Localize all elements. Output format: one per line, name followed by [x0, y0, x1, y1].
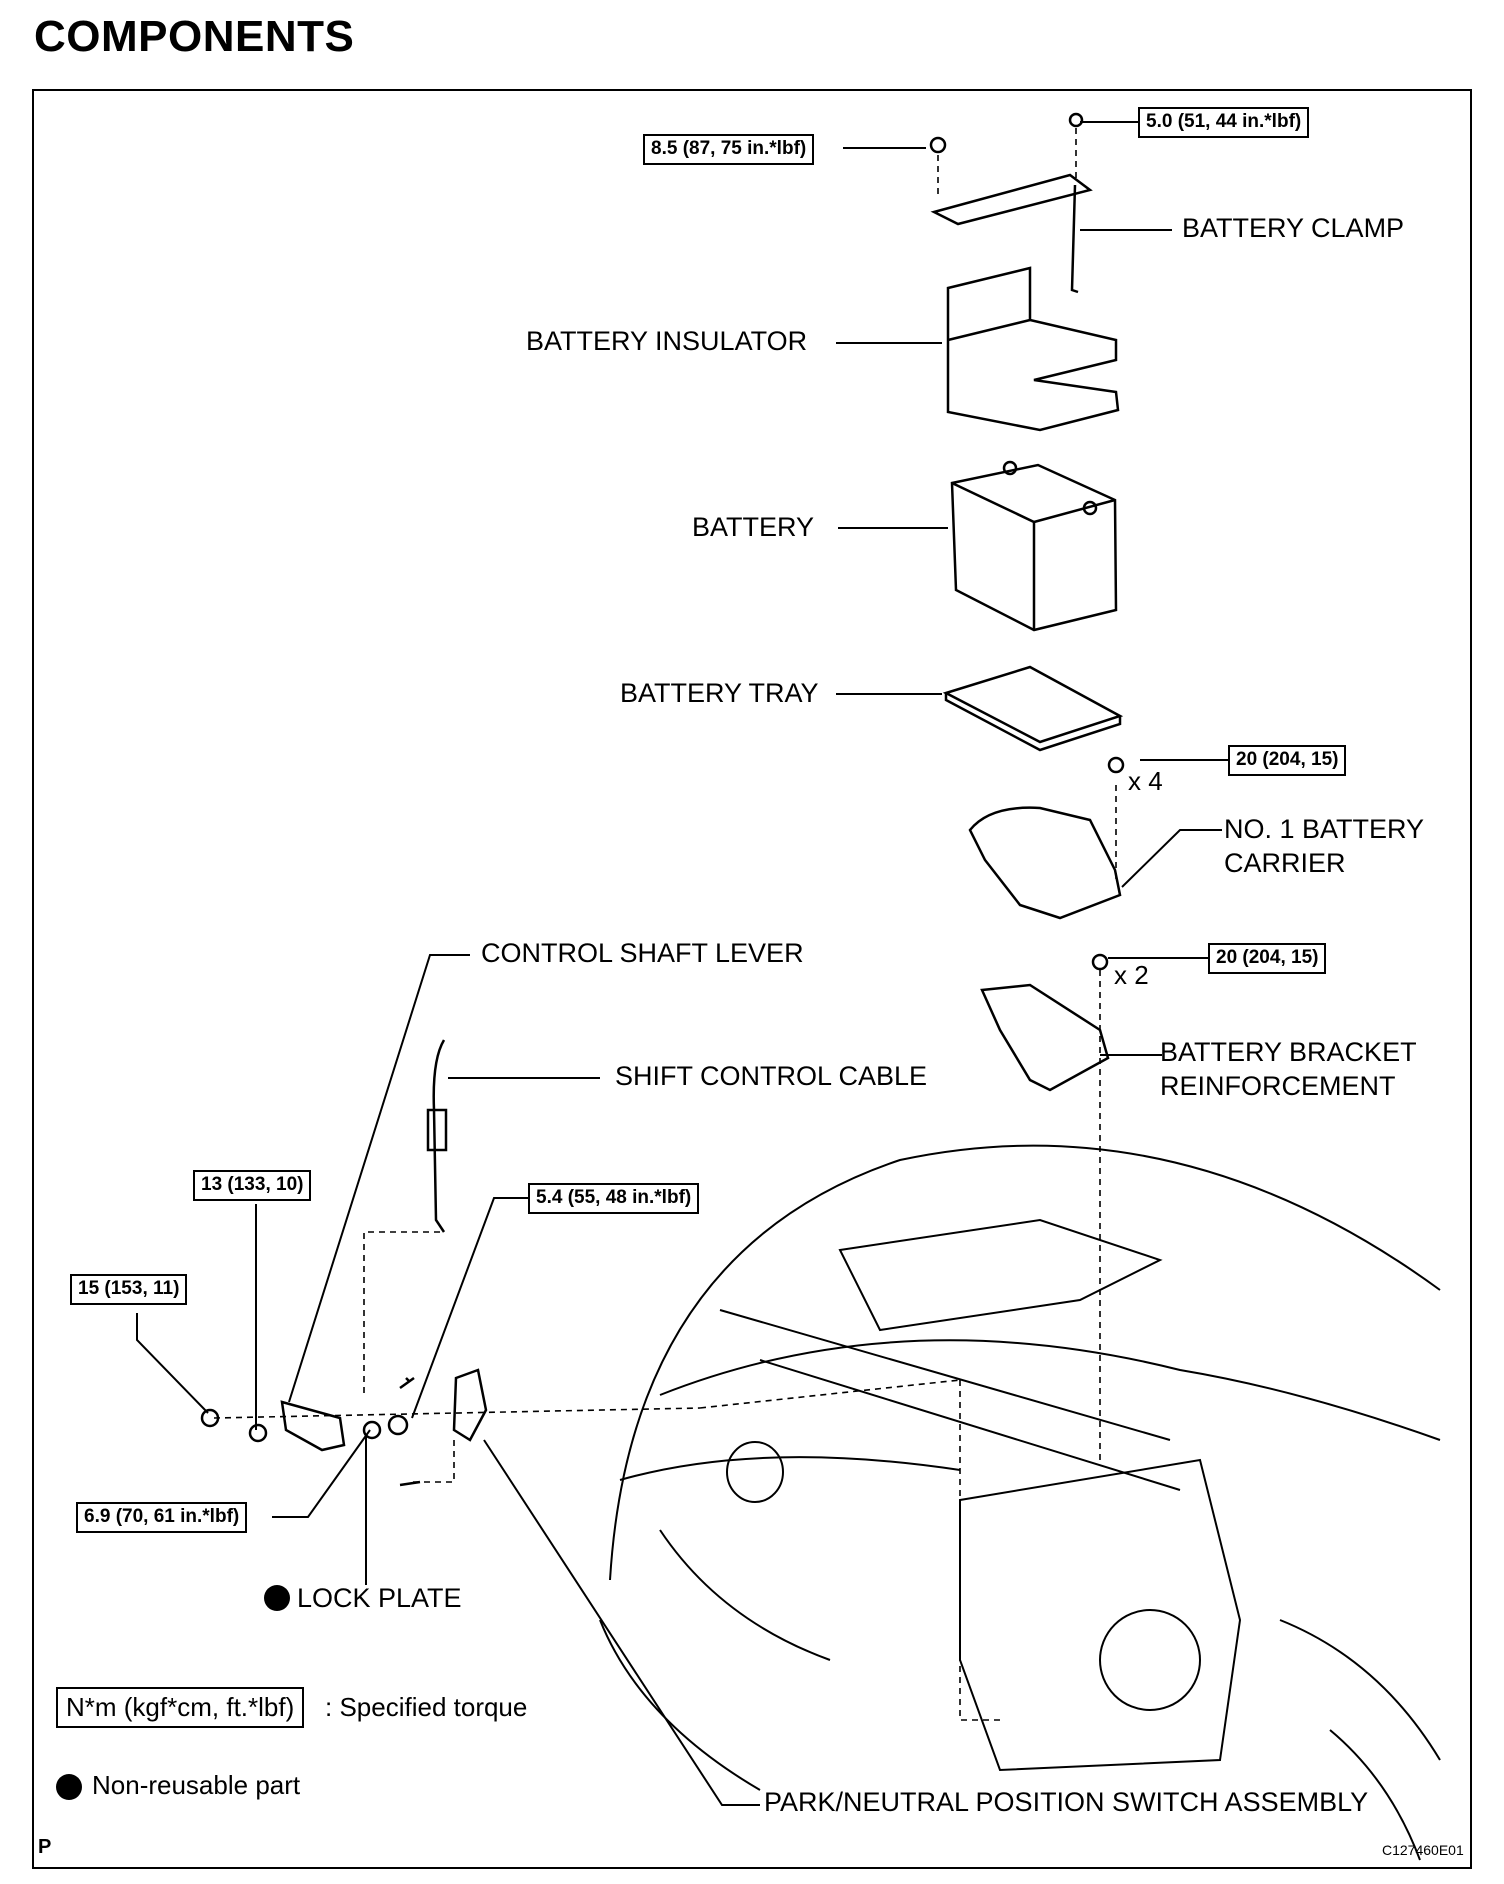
- label-battery-insulator: BATTERY INSULATOR: [526, 326, 808, 356]
- label-battery-carrier-line1: NO. 1 BATTERY: [1224, 814, 1425, 844]
- figure-code: C127460E01: [1382, 1842, 1464, 1858]
- legend-dot: [56, 1774, 82, 1800]
- assembly-lines: [213, 128, 1117, 1721]
- label-shift-control-cable: SHIFT CONTROL CABLE: [615, 1061, 928, 1091]
- torque-lever-nut: 13 (133, 10): [193, 1170, 312, 1201]
- legend-nonreusable-desc: Non-reusable part: [92, 1770, 301, 1800]
- vehicle-outline-drawing: [599, 1144, 1441, 1861]
- battery-drawing: [950, 460, 1118, 632]
- reinforcement-bolt-quantity: x 2: [1114, 960, 1149, 990]
- leader-lines: [136, 121, 1230, 1806]
- carrier-bolt-quantity: x 4: [1128, 766, 1163, 796]
- label-control-shaft-lever: CONTROL SHAFT LEVER: [481, 938, 804, 968]
- page-title: COMPONENTS: [34, 12, 355, 61]
- reinforcement-drawing: [980, 953, 1110, 1092]
- diagram-frame: [32, 89, 1472, 1869]
- legend-torque-desc: : Specified torque: [325, 1692, 528, 1722]
- label-reinforcement-line2: REINFORCEMENT: [1160, 1071, 1396, 1101]
- label-battery-tray: BATTERY TRAY: [620, 678, 819, 708]
- battery-clamp-drawing: [929, 112, 1093, 294]
- battery-insulator-drawing: [946, 266, 1120, 432]
- label-battery-clamp: BATTERY CLAMP: [1182, 213, 1405, 243]
- label-battery: BATTERY: [692, 512, 815, 542]
- label-pnp-switch: PARK/NEUTRAL POSITION SWITCH ASSEMBLY: [764, 1787, 1369, 1817]
- battery-tray-drawing: [942, 665, 1124, 752]
- shift-cable-drawing: [426, 1039, 448, 1233]
- torque-cable-nut: 15 (153, 11): [70, 1274, 188, 1305]
- battery-carrier-drawing: [968, 756, 1125, 920]
- lever-and-fasteners: [200, 1368, 488, 1487]
- corner-letter: P: [38, 1836, 52, 1858]
- label-lock-plate: LOCK PLATE: [297, 1583, 462, 1613]
- label-reinforcement-line1: BATTERY BRACKET: [1160, 1037, 1417, 1067]
- torque-switch-bolt: 5.4 (55, 48 in.*lbf): [528, 1183, 700, 1214]
- legend-torque-box: N*m (kgf*cm, ft.*lbf): [56, 1687, 305, 1728]
- nonreusable-dot: [264, 1585, 290, 1611]
- label-battery-carrier-line2: CARRIER: [1224, 848, 1346, 878]
- torque-carrier-bolt: 20 (204, 15): [1228, 745, 1347, 776]
- torque-clamp-bolt: 8.5 (87, 75 in.*lbf): [643, 134, 815, 165]
- torque-clamp-nut: 5.0 (51, 44 in.*lbf): [1138, 107, 1310, 138]
- torque-shaft-nut: 6.9 (70, 61 in.*lbf): [76, 1502, 248, 1533]
- torque-reinforcement-bolt: 20 (204, 15): [1208, 943, 1327, 974]
